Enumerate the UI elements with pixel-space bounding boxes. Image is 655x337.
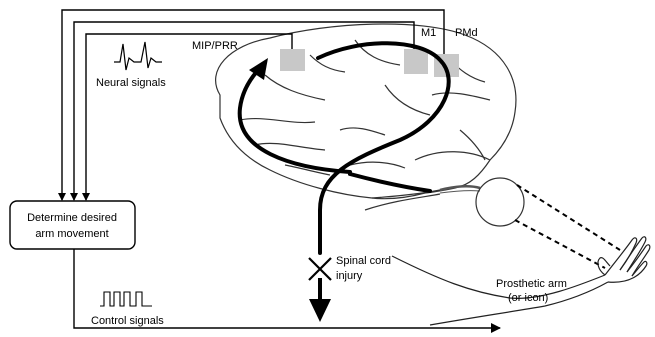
spinal-node bbox=[476, 178, 524, 226]
m1-region bbox=[404, 49, 428, 74]
sulcus bbox=[460, 130, 485, 160]
m1-label: M1 bbox=[421, 27, 436, 39]
projection-lines bbox=[515, 185, 620, 268]
brainstem-outline-lower bbox=[365, 194, 440, 210]
neural-signals-label: Neural signals bbox=[96, 77, 166, 89]
brainstem-tail-2 bbox=[440, 191, 480, 193]
prosthetic-arm-label-2: (or icon) bbox=[508, 292, 548, 304]
cortex-outline bbox=[216, 24, 516, 199]
mip-prr-label: MIP/PRR bbox=[192, 40, 238, 52]
sulcus bbox=[385, 85, 430, 115]
pmd-label: PMd bbox=[455, 27, 478, 39]
brainstem-tail bbox=[440, 186, 480, 190]
spinal-down-arrowhead bbox=[309, 299, 331, 322]
sulcus bbox=[350, 162, 405, 168]
pathway-over-arrow bbox=[318, 43, 449, 253]
prosthetic-arm-label-1: Prosthetic arm bbox=[496, 278, 567, 290]
sulcus bbox=[432, 93, 490, 100]
mip-prr-region bbox=[280, 49, 305, 71]
sulcus bbox=[255, 143, 325, 150]
spinal-cord-injury-label-1: Spinal cord bbox=[336, 255, 391, 267]
control-signals-label: Control signals bbox=[91, 315, 164, 327]
pathway-brainstem bbox=[350, 174, 430, 191]
motor-pathway bbox=[240, 43, 449, 253]
mip-prr-signal-line bbox=[86, 34, 292, 200]
spike-waveform-icon bbox=[114, 42, 162, 70]
spinal-cord-injury-label-2: injury bbox=[336, 270, 363, 282]
x-mark-icon bbox=[309, 258, 331, 280]
sulcus bbox=[340, 128, 385, 135]
sulcus bbox=[240, 119, 315, 123]
pulse-train-icon bbox=[100, 292, 152, 306]
cerebellum-outline bbox=[415, 152, 490, 160]
decision-box bbox=[10, 201, 135, 249]
pmd-signal-line bbox=[62, 10, 444, 200]
sulcus bbox=[310, 55, 345, 72]
decision-box-line2: arm movement bbox=[35, 228, 108, 240]
neural-signal-lines bbox=[62, 10, 444, 200]
brain-outline bbox=[216, 24, 516, 210]
decision-box-line1: Determine desired bbox=[27, 212, 117, 224]
sulcus bbox=[265, 75, 325, 100]
